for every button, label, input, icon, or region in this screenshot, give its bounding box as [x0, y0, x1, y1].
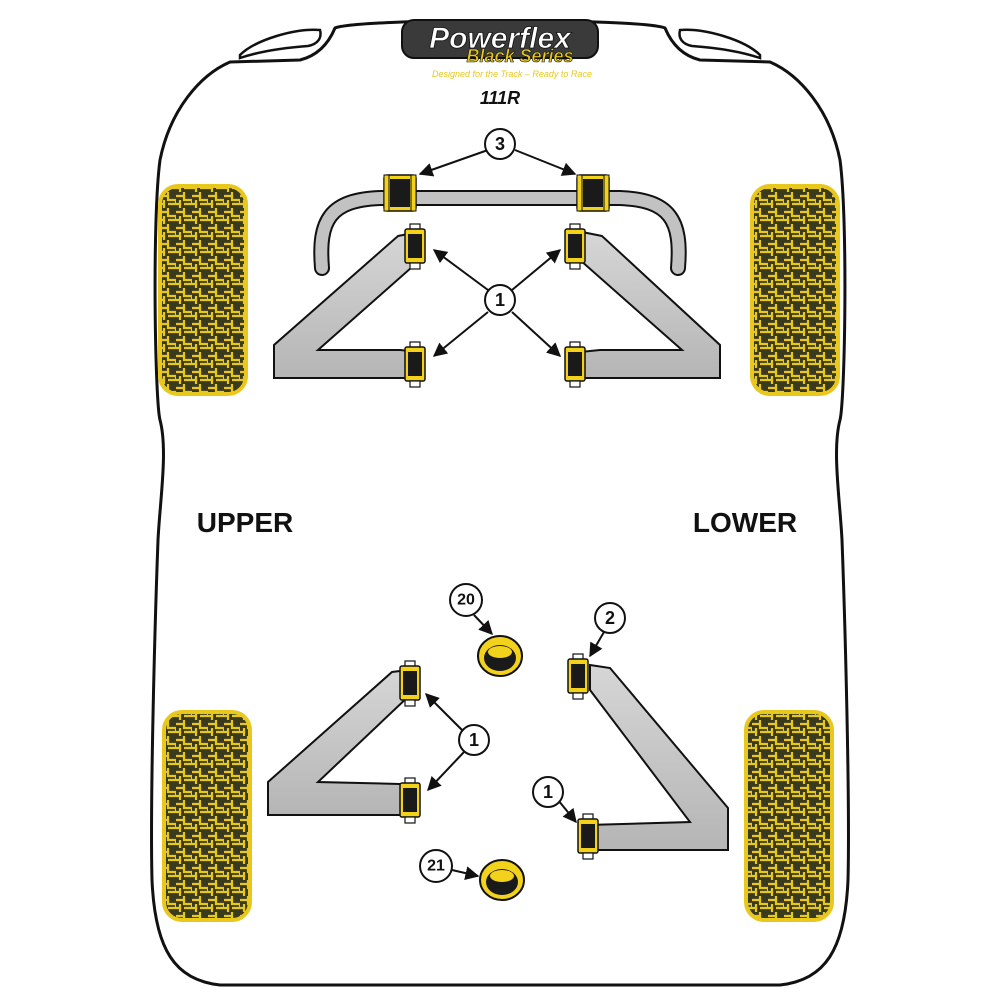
rear-upper-arm-bush-front	[399, 660, 421, 707]
front-arb-bush-left	[383, 174, 417, 212]
callout-circle-1-front	[484, 284, 516, 316]
right-mirror	[678, 28, 762, 60]
tyre-rear-left	[162, 710, 252, 922]
callout-circle-1-rear-upper	[458, 724, 490, 756]
callout-circle-3	[484, 128, 516, 160]
tyre-front-right	[750, 184, 840, 396]
callout-circle-21	[419, 849, 453, 883]
front-left-wishbone-bush-rear	[404, 341, 426, 388]
logo-series: Black Series	[466, 46, 573, 66]
callout-rear-bump-upper: 20	[457, 592, 475, 609]
tyre-front-left	[158, 184, 248, 396]
callout-front-wishbone: 1	[495, 290, 505, 310]
model-label: 111R	[480, 88, 520, 108]
rear-bump-stop-lower	[479, 859, 525, 901]
callout-rear-toe-link: 2	[605, 608, 615, 628]
upper-label: UPPER	[197, 507, 293, 538]
front-right-wishbone-bush-front	[564, 223, 586, 270]
front-left-wishbone-bush-front	[404, 223, 426, 270]
callout-front-arb: 3	[495, 134, 505, 154]
callout-rear-lower-arm: 1	[543, 782, 553, 802]
callout-circle-2	[594, 602, 626, 634]
lower-label: LOWER	[693, 507, 797, 538]
powerflex-logo: Powerflex Black Series Designed for the …	[401, 19, 599, 79]
callout-circle-20	[449, 583, 483, 617]
rear-toe-link-bush	[567, 653, 589, 700]
rear-upper-arm-bush-rear	[399, 777, 421, 824]
callout-rear-bump-lower: 21	[427, 858, 445, 875]
left-mirror	[238, 28, 322, 60]
callout-rear-upper-arm: 1	[469, 730, 479, 750]
logo-tagline: Designed for the Track – Ready to Race	[432, 69, 592, 79]
front-right-wishbone-bush-rear	[564, 341, 586, 388]
callout-circle-1-rear-lower	[532, 776, 564, 808]
car-body-outline	[150, 19, 850, 987]
rear-lower-arm-bush	[577, 813, 599, 860]
front-arb-bush-right	[576, 174, 610, 212]
tyre-rear-right	[744, 710, 834, 922]
rear-bump-stop-upper	[477, 635, 523, 677]
logo-brand: Powerflex	[429, 22, 572, 55]
